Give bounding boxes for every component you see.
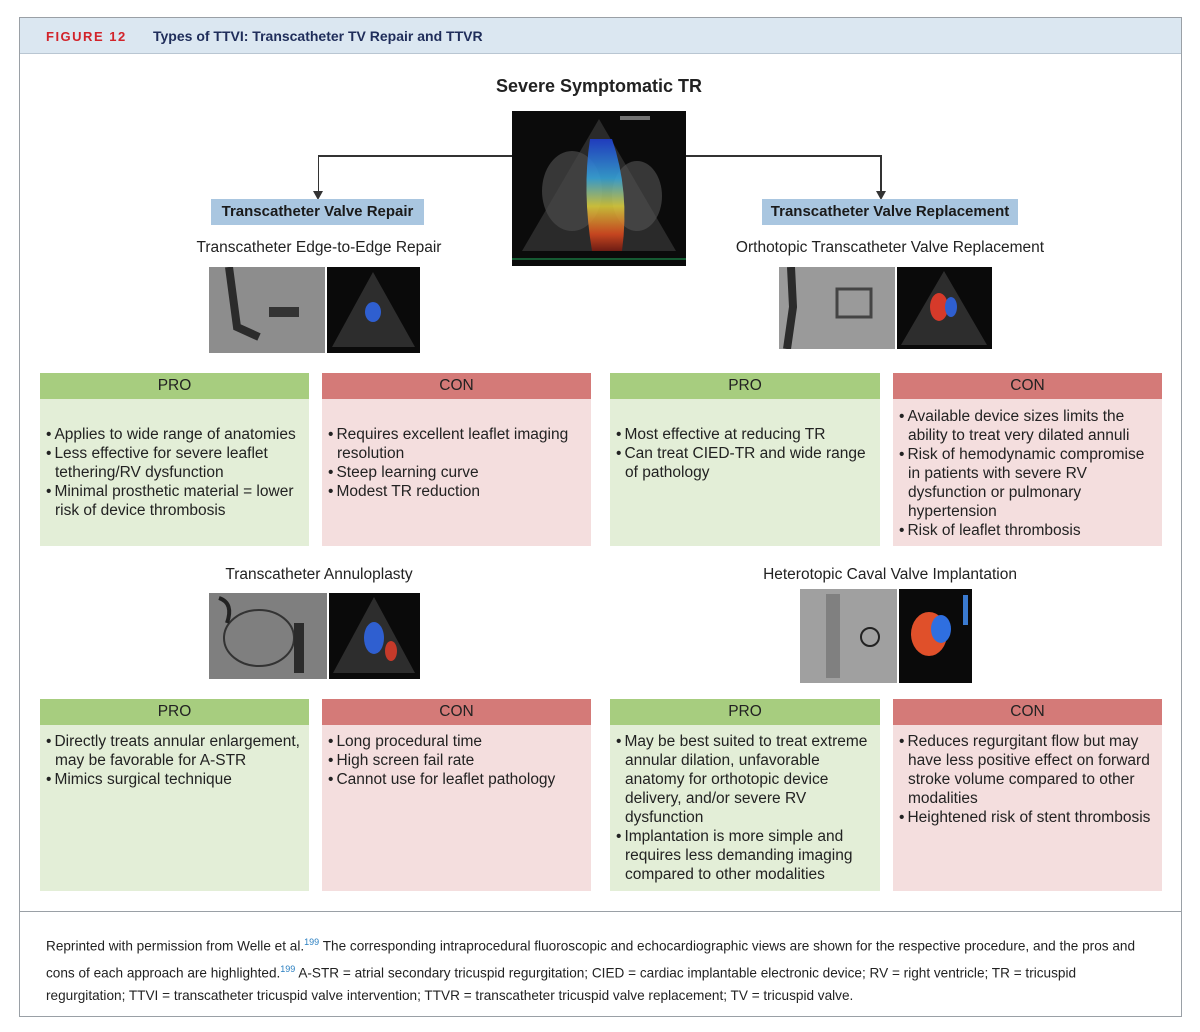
fluoroscopy-image xyxy=(209,593,327,679)
pro-header: PRO xyxy=(610,699,880,725)
procedure-title-annuloplasty: Transcatheter Annuloplasty xyxy=(225,566,413,583)
arrow-down-icon xyxy=(313,191,323,200)
pro-list: May be best suited to treat extreme annu… xyxy=(610,725,880,891)
fluoroscopy-image xyxy=(800,589,897,683)
con-list: Requires excellent leaflet imaging resol… xyxy=(322,399,591,546)
procedure-title-heterotopic: Heterotopic Caval Valve Implantation xyxy=(763,566,1017,583)
figure-title: Types of TTVI: Transcatheter TV Repair a… xyxy=(153,28,483,44)
list-item: Mimics surgical technique xyxy=(46,770,303,789)
connector-right-horizontal xyxy=(686,155,881,157)
main-title: Severe Symptomatic TR xyxy=(495,76,703,96)
figure-caption: Reprinted with permission from Welle et … xyxy=(46,931,1156,1007)
list-item: Heightened risk of stent thrombosis xyxy=(899,808,1156,827)
list-item: Less effective for severe leaflet tether… xyxy=(46,444,303,482)
list-item: Minimal prosthetic material = lower risk… xyxy=(46,482,303,520)
procedure-title-orthotopic: Orthotopic Transcatheter Valve Replaceme… xyxy=(735,239,1045,256)
list-item: Risk of hemodynamic compromise in patien… xyxy=(899,445,1156,521)
figure-header: FIGURE 12 Types of TTVI: Transcatheter T… xyxy=(20,18,1181,54)
procedure-images-heterotopic xyxy=(800,589,972,683)
pro-list: Applies to wide range of anatomies Less … xyxy=(40,399,309,546)
list-item: Applies to wide range of anatomies xyxy=(46,425,303,444)
arrow-down-icon xyxy=(876,191,886,200)
procedure-images-orthotopic xyxy=(779,267,992,349)
con-header: CON xyxy=(322,373,591,399)
category-repair-label: Transcatheter Valve Repair xyxy=(211,199,424,225)
echo-image xyxy=(327,267,420,353)
list-item: Implantation is more simple and requires… xyxy=(616,827,874,884)
list-item: Risk of leaflet thrombosis xyxy=(899,521,1156,540)
reference-link[interactable]: 199 xyxy=(280,963,296,974)
list-item: Directly treats annular enlargement, may… xyxy=(46,732,303,770)
echo-image xyxy=(897,267,992,349)
echo-image xyxy=(329,593,420,679)
connector-left-horizontal xyxy=(318,155,512,157)
list-item: Reduces regurgitant flow but may have le… xyxy=(899,732,1156,808)
caption-text: The corresponding intraprocedural fluoro… xyxy=(46,938,1136,981)
list-item: Can treat CIED-TR and wide range of path… xyxy=(616,444,874,482)
reference-link[interactable]: 199 xyxy=(304,937,320,947)
caption-text: A-STR = atrial secondary tricuspid regur… xyxy=(46,965,1077,1004)
pro-header: PRO xyxy=(40,373,309,399)
procedure-images-teer xyxy=(209,267,420,353)
connector-right-vertical xyxy=(880,155,882,193)
procedure-images-annuloplasty xyxy=(209,593,420,679)
list-item: Steep learning curve xyxy=(328,463,585,482)
figure-frame xyxy=(19,17,1182,1017)
fluoroscopy-image xyxy=(209,267,325,353)
pro-header: PRO xyxy=(610,373,880,399)
echo-image xyxy=(899,589,972,683)
list-item: Long procedural time xyxy=(328,732,585,751)
con-list: Long procedural time High screen fail ra… xyxy=(322,725,591,891)
procedure-title-teer: Transcatheter Edge-to-Edge Repair xyxy=(196,239,442,256)
fluoroscopy-image xyxy=(779,267,895,349)
echocardiogram-image xyxy=(512,111,686,266)
list-item: Cannot use for leaflet pathology xyxy=(328,770,585,789)
con-header: CON xyxy=(893,373,1162,399)
connector-left-vertical xyxy=(317,155,319,193)
con-list: Reduces regurgitant flow but may have le… xyxy=(893,725,1162,891)
list-item: Most effective at reducing TR xyxy=(616,425,874,444)
pro-list: Most effective at reducing TR Can treat … xyxy=(610,399,880,546)
list-item: Available device sizes limits the abilit… xyxy=(899,407,1156,445)
con-header: CON xyxy=(893,699,1162,725)
list-item: May be best suited to treat extreme annu… xyxy=(616,732,874,827)
list-item: Modest TR reduction xyxy=(328,482,585,501)
con-header: CON xyxy=(322,699,591,725)
figure-number: FIGURE 12 xyxy=(46,29,127,44)
list-item: High screen fail rate xyxy=(328,751,585,770)
list-item: Requires excellent leaflet imaging resol… xyxy=(328,425,585,463)
con-list: Available device sizes limits the abilit… xyxy=(893,399,1162,546)
caption-text: Reprinted with permission from Welle et … xyxy=(46,938,305,954)
caption-divider xyxy=(20,911,1181,912)
pro-header: PRO xyxy=(40,699,309,725)
pro-list: Directly treats annular enlargement, may… xyxy=(40,725,309,891)
category-replacement-label: Transcatheter Valve Replacement xyxy=(762,199,1018,225)
